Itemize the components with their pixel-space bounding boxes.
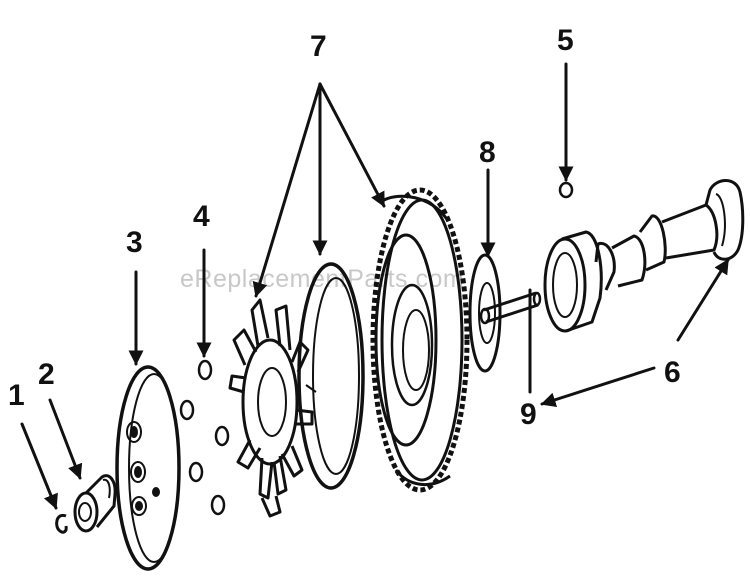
callout-3: 3	[126, 226, 143, 259]
callout-9: 9	[520, 398, 537, 431]
part-6-camshaft	[543, 179, 745, 333]
callout-7: 7	[310, 30, 327, 63]
leader-line-2	[48, 398, 83, 480]
leader-line-9-arrow	[540, 366, 656, 408]
leader-line-1	[20, 422, 58, 510]
callout-4: 4	[193, 200, 210, 233]
part-7-cam-gear	[370, 187, 470, 493]
part-7-thrust-washer	[297, 262, 365, 490]
part-8-shim-washer	[468, 253, 502, 373]
callout-8: 8	[479, 136, 496, 169]
callout-5: 5	[557, 24, 574, 57]
leader-line-7c	[318, 82, 386, 208]
part-7-flyweight-spider	[228, 298, 314, 518]
part-3-governor-cup	[115, 365, 181, 571]
part-2-bolt	[73, 474, 117, 533]
leader-line-7a	[252, 82, 322, 298]
callout-2: 2	[38, 358, 55, 391]
callout-1: 1	[8, 379, 25, 412]
part-5-ball	[558, 181, 574, 199]
callout-6: 6	[664, 356, 681, 389]
callout-labels: 1 2 3 4 5 6 7 8 9	[8, 24, 681, 431]
leader-lines	[20, 62, 730, 510]
part-4-balls	[179, 359, 230, 516]
leader-line-6	[676, 258, 730, 342]
part-1-retaining-ring	[55, 513, 68, 534]
